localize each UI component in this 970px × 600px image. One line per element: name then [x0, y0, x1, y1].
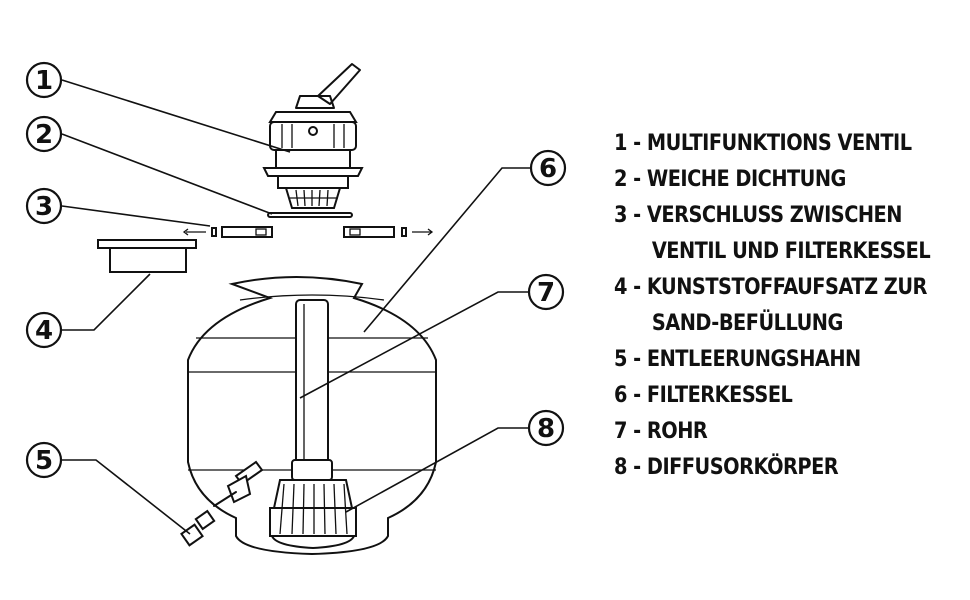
callout-8: 8 — [527, 409, 565, 447]
callout-5-number: 5 — [35, 446, 53, 476]
callout-6-number: 6 — [539, 154, 557, 184]
callout-1: 1 — [25, 61, 63, 99]
callout-7-number: 7 — [537, 278, 555, 308]
leader-lines — [61, 79, 530, 535]
legend-item-3-continued: VENTIL UND FILTERKESSEL — [651, 238, 931, 264]
parts-legend: 1 - MULTIFUNKTIONS VENTIL 2 - WEICHE DIC… — [614, 125, 931, 485]
legend-item-6: 6 - FILTERKESSEL — [614, 382, 793, 408]
callout-2-number: 2 — [35, 120, 53, 150]
callout-4-number: 4 — [35, 316, 53, 346]
legend-item-7: 7 - ROHR — [614, 418, 708, 444]
clamp-drawing — [182, 226, 434, 238]
pipe-drawing — [291, 299, 333, 481]
callout-7: 7 — [527, 273, 565, 311]
drain-drawing — [180, 460, 264, 547]
callout-1-number: 1 — [35, 66, 53, 96]
callout-4: 4 — [25, 311, 63, 349]
legend-item-5: 5 - ENTLEERUNGSHAHN — [614, 346, 861, 372]
callout-6: 6 — [529, 149, 567, 187]
legend-item-4: 4 - KUNSTSTOFFAUFSATZ ZUR — [614, 274, 927, 300]
diffuser-drawing — [269, 479, 357, 550]
legend-item-2: 2 - WEICHE DICHTUNG — [614, 166, 846, 192]
callout-2: 2 — [25, 115, 63, 153]
callout-3-number: 3 — [35, 192, 53, 222]
gasket-drawing — [267, 212, 353, 218]
legend-item-8: 8 - DIFFUSORKÖRPER — [614, 454, 839, 480]
multiport-valve-drawing — [262, 63, 364, 209]
legend-item-3: 3 - VERSCHLUSS ZWISCHEN — [614, 202, 902, 228]
callout-3: 3 — [25, 187, 63, 225]
legend-item-1: 1 - MULTIFUNKTIONS VENTIL — [614, 130, 912, 156]
legend-item-4-continued: SAND-BEFÜLLUNG — [651, 310, 844, 336]
callout-5: 5 — [25, 441, 63, 479]
sand-funnel-drawing — [97, 239, 197, 273]
callout-8-number: 8 — [537, 414, 555, 444]
